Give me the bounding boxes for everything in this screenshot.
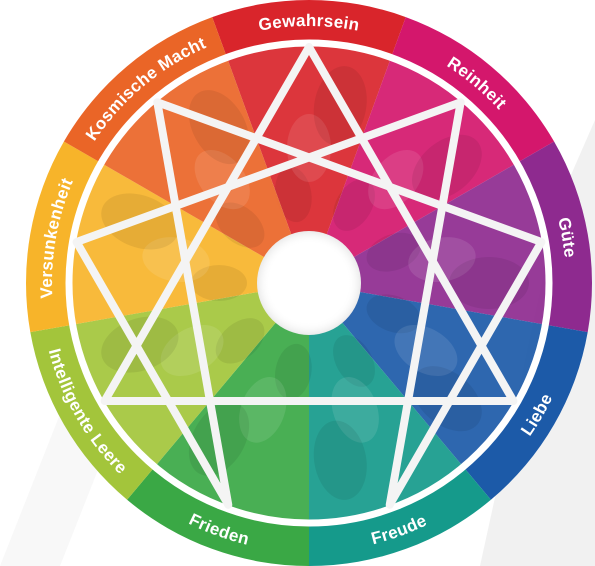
- band-segment-gewahrsein: [212, 0, 406, 55]
- texture-blob: [215, 202, 265, 248]
- band-segment-intelligente-leere: [30, 325, 153, 500]
- texture-blob: [239, 377, 287, 443]
- band-segment-kosmische-macht: [63, 17, 226, 162]
- texture-blob: [215, 318, 265, 364]
- texture-blob: [366, 232, 421, 272]
- enneagram-triangle: [100, 43, 518, 405]
- inner-segment-intelligente-leere: [75, 283, 310, 465]
- outer-band: [26, 0, 592, 566]
- texture-blob: [274, 343, 312, 400]
- band-segment-versunkenheit: [26, 141, 99, 333]
- label-gewahrsein: Gewahrsein: [257, 11, 361, 35]
- band-segment-freude: [309, 469, 491, 566]
- texture-blob: [331, 377, 379, 443]
- texture-blob: [333, 335, 375, 387]
- inner-segment-kosmische-macht: [103, 60, 309, 284]
- inner-segment-reinheit: [309, 60, 515, 284]
- center-hole-shade: [257, 231, 361, 335]
- band-segment-frieden: [127, 469, 309, 566]
- texture-blob: [160, 324, 224, 377]
- enneagram-lines: [72, 43, 546, 509]
- band-segment-reinheit: [392, 17, 555, 162]
- inner-segment-liebe: [309, 283, 543, 465]
- band-segment-liebe: [465, 325, 588, 500]
- texture-blob: [366, 294, 421, 334]
- enneagram-hexad: [72, 98, 546, 509]
- texture-blob: [274, 166, 312, 223]
- texture-blob: [313, 420, 367, 500]
- texture-blob: [394, 324, 458, 377]
- band-segment-g-te: [519, 141, 592, 333]
- inner-segment-gewahrsein: [227, 45, 391, 283]
- texture-blob: [191, 265, 247, 301]
- texture-blob: [333, 179, 375, 231]
